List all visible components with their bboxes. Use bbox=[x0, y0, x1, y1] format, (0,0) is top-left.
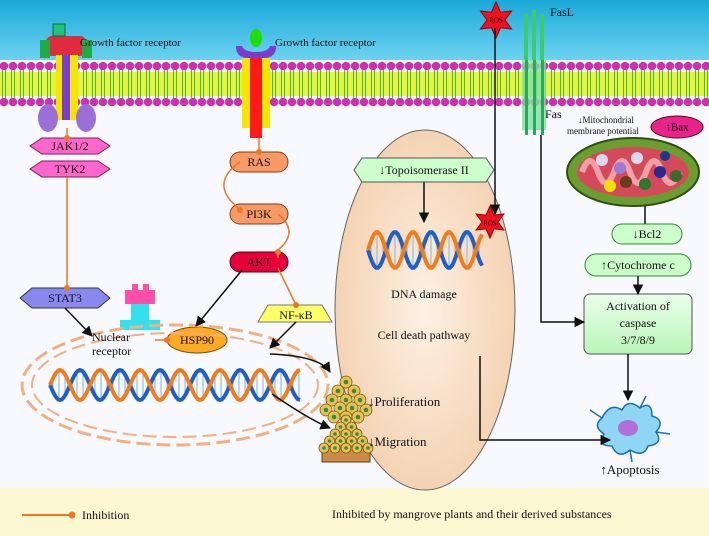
nuclear-receptor-label-1: Nuclear bbox=[92, 330, 130, 344]
pi3k-node bbox=[229, 203, 289, 225]
hsp90-label: HSP90 bbox=[180, 333, 214, 347]
pi3k-label: PI3K bbox=[246, 207, 272, 221]
nucleus-dna-helix bbox=[48, 367, 301, 403]
receptor-left-label: Growth factor receptor bbox=[80, 37, 181, 49]
black-arrows bbox=[64, 28, 646, 446]
caspase-label-1: Activation of bbox=[606, 299, 670, 313]
stat3-node bbox=[19, 287, 111, 309]
tyk-node bbox=[29, 160, 111, 178]
apoptotic-cell-icon bbox=[589, 395, 671, 463]
membrane-potential-label-1: ↓Mitochondrial bbox=[578, 115, 634, 125]
jak-node bbox=[29, 137, 111, 155]
growth-factor-receptor-right bbox=[236, 29, 276, 138]
nucleus-envelope bbox=[20, 323, 330, 447]
migration-icon bbox=[318, 414, 374, 463]
nuclear-receptor-icon bbox=[120, 284, 160, 330]
akt-node bbox=[229, 251, 289, 273]
inhibition-legend-label: Inhibition bbox=[82, 508, 129, 522]
ros-star-top bbox=[479, 0, 513, 40]
tyk-label: TYK2 bbox=[55, 162, 86, 176]
membrane-potential-label-2: membrane potential bbox=[567, 126, 639, 136]
topoisomerase-box bbox=[353, 157, 495, 183]
growth-factor-receptor-left bbox=[38, 23, 96, 132]
bcl2-label: ↓Bcl2 bbox=[633, 227, 662, 241]
jak-label: JAK1/2 bbox=[51, 139, 88, 153]
dna-damage-label: DNA damage bbox=[391, 287, 457, 301]
nuclear-receptor-label-2: receptor bbox=[92, 344, 131, 358]
ras-label: RAS bbox=[247, 155, 270, 169]
nfkb-label: NF-κB bbox=[279, 308, 312, 322]
proliferation-icon bbox=[319, 375, 373, 424]
mangrove-note: Inhibited by mangrove plants and their d… bbox=[332, 507, 612, 521]
cytochrome-node bbox=[584, 253, 692, 277]
ros-top-label: ROS bbox=[489, 17, 503, 25]
inhibition-legend-dot bbox=[68, 511, 76, 519]
nucleus-envelope-inner bbox=[31, 332, 319, 438]
nfkb-node bbox=[257, 304, 333, 323]
ros-star-inner bbox=[475, 204, 505, 240]
bax-label: ↑Bax bbox=[665, 122, 689, 134]
fas-label: Fas bbox=[545, 107, 562, 121]
migration-label: ↓Migration bbox=[368, 434, 427, 449]
bcl2-node bbox=[611, 223, 683, 245]
cell-death-pathway-label: Cell death pathway bbox=[378, 328, 471, 342]
proliferation-label: ↓Proliferation bbox=[368, 394, 441, 409]
mitochondrion bbox=[566, 137, 700, 207]
ras-node bbox=[229, 151, 289, 173]
apoptosis-label: ↑Apoptosis bbox=[600, 462, 659, 477]
fas-receptor bbox=[522, 10, 546, 135]
cytochrome-label: ↑Cytochrome c bbox=[601, 258, 675, 272]
inhibition-dots bbox=[64, 135, 299, 343]
receptor-right-label: Growth factor receptor bbox=[275, 37, 376, 49]
ros-inner-label: ROS bbox=[483, 220, 497, 228]
circle-dna-helix bbox=[366, 230, 484, 270]
stat3-label: STAT3 bbox=[48, 291, 82, 305]
topoisomerase-label: ↓Topoisomerase II bbox=[379, 163, 468, 177]
extracellular-space bbox=[0, 0, 709, 60]
caspase-label-2: caspase bbox=[620, 316, 657, 330]
caspase-label-3: 3/7/8/9 bbox=[621, 333, 655, 347]
fasl-label: FasL bbox=[550, 5, 574, 19]
legend-band bbox=[0, 488, 709, 536]
akt-label: AKT bbox=[247, 255, 272, 269]
bax-node bbox=[650, 115, 704, 139]
cell-death-circle bbox=[334, 129, 516, 491]
